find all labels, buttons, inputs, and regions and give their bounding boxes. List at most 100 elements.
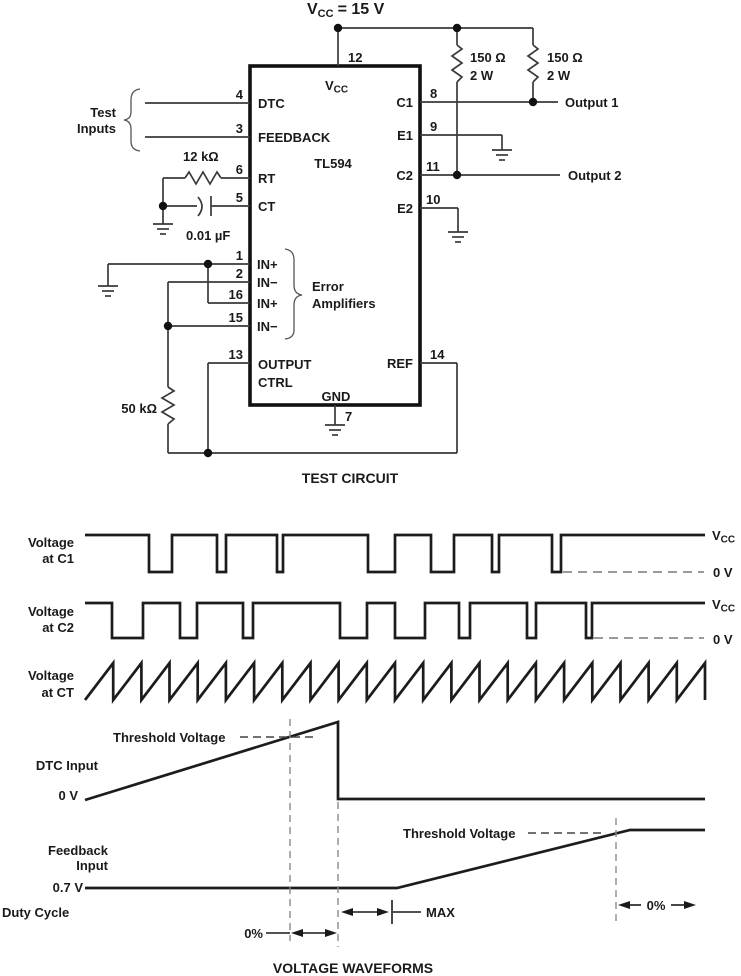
c1-vcc-label: VCC xyxy=(712,528,735,546)
ground-gnd-pin xyxy=(324,424,346,436)
error-amplifiers-label-1: Error xyxy=(312,279,344,294)
pin-num-15: 15 xyxy=(229,310,243,325)
feedback-row-label-1: Feedback xyxy=(48,843,109,858)
circuit-wires xyxy=(107,27,560,454)
duty-zero-left-group: 0% xyxy=(244,926,337,941)
arrow-left-icon xyxy=(341,908,353,916)
ic-label-c1: C1 xyxy=(396,95,413,110)
pin-num-7: 7 xyxy=(345,409,352,424)
resistor-50k-value: 50 kΩ xyxy=(121,401,157,416)
pin-num-10: 10 xyxy=(426,192,440,207)
test-circuit-section: VCC= 15 V 12 VCC GND 7 4 3 6 5 1 2 16 15… xyxy=(77,1,621,486)
resistor-150-2-symbol xyxy=(526,44,540,83)
ic-label-in2n: IN− xyxy=(257,319,278,334)
capacitor-curved-plate xyxy=(197,196,203,217)
voltage-waveforms-section: Voltage at C1 Voltage at C2 Voltage at C… xyxy=(2,528,735,976)
pin-num-13: 13 xyxy=(229,347,243,362)
ic-label-ctrl: CTRL xyxy=(258,375,293,390)
resistor-150-2-power: 2 W xyxy=(547,68,571,83)
pin-num-1: 1 xyxy=(236,248,243,263)
feedback-threshold-label: Threshold Voltage xyxy=(403,826,515,841)
duty-max-group: MAX xyxy=(341,900,455,924)
left-pin-labels: DTC FEEDBACK RT CT IN+ IN− IN+ IN− OUTPU… xyxy=(257,96,331,390)
junction-dots xyxy=(158,23,538,458)
pin-num-8: 8 xyxy=(430,86,437,101)
feedback-waveform xyxy=(85,828,705,890)
ic-label-feedback: FEEDBACK xyxy=(258,130,331,145)
ic-label-ct: CT xyxy=(258,199,275,214)
right-pin-labels: C1 E1 C2 E2 REF xyxy=(387,95,413,371)
output1-label: Output 1 xyxy=(565,95,618,110)
ic-label-dtc: DTC xyxy=(258,96,285,111)
c2-zero-label: 0 V xyxy=(713,632,733,647)
pin-num-9: 9 xyxy=(430,119,437,134)
resistor-150-1-power: 2 W xyxy=(470,68,494,83)
c2-vcc-label: VCC xyxy=(712,597,735,615)
c1-waveform xyxy=(85,533,705,574)
ic-label-in2p: IN+ xyxy=(257,296,278,311)
ic-part-number: TL594 xyxy=(314,156,352,171)
supply-voltage-label: VCC= 15 V xyxy=(307,1,385,20)
ic-label-gnd: GND xyxy=(322,389,351,404)
left-pin-numbers: 4 3 6 5 1 2 16 15 13 xyxy=(229,87,244,362)
ic-label-vcc: VCC xyxy=(325,78,348,96)
c2-row-label-1: Voltage xyxy=(28,604,74,619)
dtc-row-label: DTC Input xyxy=(36,758,99,773)
ic-label-in1p: IN+ xyxy=(257,257,278,272)
c1-row-label-1: Voltage xyxy=(28,535,74,550)
voltage-waveforms-caption: VOLTAGE WAVEFORMS xyxy=(273,960,433,976)
pin-num-2: 2 xyxy=(236,266,243,281)
ic-label-c2: C2 xyxy=(396,168,413,183)
duty-cycle-label: Duty Cycle xyxy=(2,905,69,920)
pin-num-11: 11 xyxy=(426,159,440,174)
ic-label-e2: E2 xyxy=(397,201,413,216)
pin-num-16: 16 xyxy=(229,287,243,302)
dtc-zero-label: 0 V xyxy=(58,788,78,803)
duty-zero-right-label: 0% xyxy=(647,898,666,913)
pin-num-6: 6 xyxy=(236,162,243,177)
pin-num-14: 14 xyxy=(430,347,445,362)
arrow-right-icon xyxy=(684,901,696,909)
resistor-12k-value: 12 kΩ xyxy=(183,149,219,164)
pin-num-4: 4 xyxy=(236,87,244,102)
arrow-left-icon xyxy=(291,929,303,937)
ct-row-label-1: Voltage xyxy=(28,668,74,683)
ground-in1 xyxy=(97,285,119,297)
feedback-row-label-2: Input xyxy=(76,858,108,873)
arrow-right-icon xyxy=(325,929,337,937)
error-amplifiers-label-2: Amplifiers xyxy=(312,296,376,311)
c2-waveform xyxy=(85,601,705,640)
arrow-right-icon xyxy=(377,908,389,916)
ct-waveform xyxy=(83,658,707,705)
feedback-level-label: 0.7 V xyxy=(53,880,84,895)
arrow-left-icon xyxy=(618,901,630,909)
right-pin-numbers: 8 9 11 10 14 xyxy=(426,86,445,362)
c1-row-label-2: at C1 xyxy=(42,551,74,566)
ct-row-label-2: at CT xyxy=(42,685,75,700)
dtc-threshold-label: Threshold Voltage xyxy=(113,730,225,745)
pin-num-12: 12 xyxy=(348,50,362,65)
component-values: 150 Ω 2 W 150 Ω 2 W 12 kΩ 0.01 µF 50 kΩ xyxy=(121,50,582,416)
resistor-150-1-value: 150 Ω xyxy=(470,50,506,65)
duty-zero-left-label: 0% xyxy=(244,926,263,941)
ground-e1 xyxy=(491,149,513,161)
test-circuit-caption: TEST CIRCUIT xyxy=(302,470,399,486)
error-amplifiers-brace xyxy=(284,248,303,340)
dtc-waveform xyxy=(84,720,705,802)
resistor-150-2-value: 150 Ω xyxy=(547,50,583,65)
capacitor-value: 0.01 µF xyxy=(186,228,230,243)
resistor-12k-symbol xyxy=(184,170,222,186)
waveform-row-labels: Voltage at C1 Voltage at C2 Voltage at C… xyxy=(28,535,109,895)
resistor-150-1-symbol xyxy=(450,44,464,83)
circuit-annotations: Test Inputs Error Amplifiers Output 1 Ou… xyxy=(77,95,621,311)
ic-label-in1n: IN− xyxy=(257,275,278,290)
ic-label-ref: REF xyxy=(387,356,413,371)
ic-label-e1: E1 xyxy=(397,128,413,143)
duty-max-label: MAX xyxy=(426,905,455,920)
pin-num-3: 3 xyxy=(236,121,243,136)
duty-zero-right-group: 0% xyxy=(618,898,696,913)
test-inputs-label-2: Inputs xyxy=(77,121,116,136)
test-inputs-brace xyxy=(123,88,141,152)
